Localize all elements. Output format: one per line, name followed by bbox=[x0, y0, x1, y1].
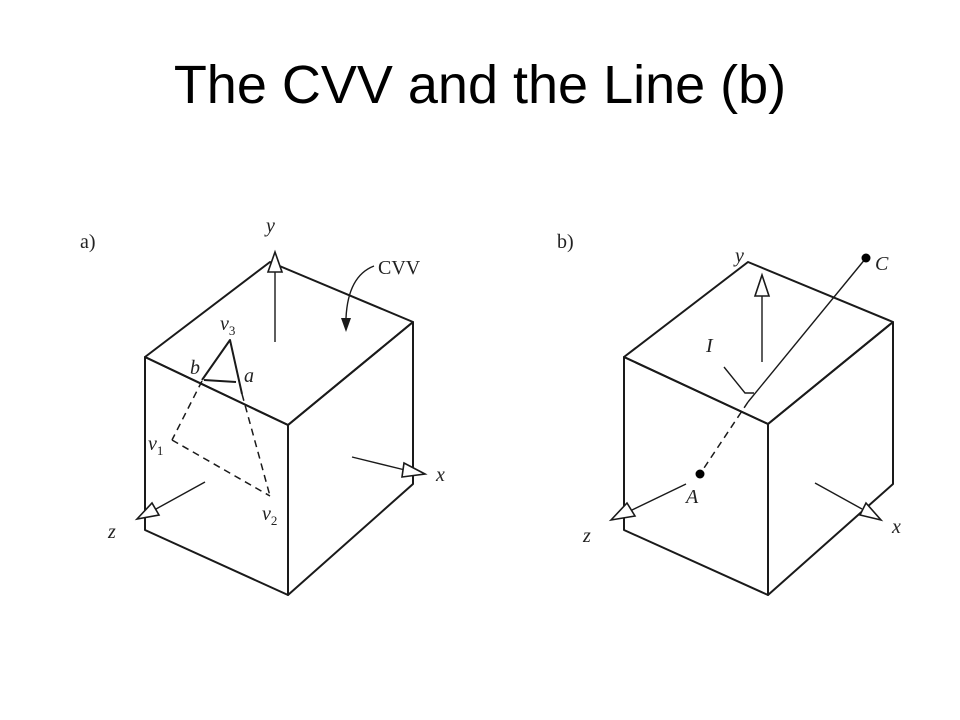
point-i-callout-line bbox=[723, 366, 754, 394]
triangle-clip-edge bbox=[203, 379, 237, 383]
y-axis-b-arrowhead bbox=[753, 272, 771, 297]
triangle-edge-v3-v2 bbox=[241, 393, 271, 497]
cvv-callout-arrowhead bbox=[341, 318, 351, 332]
panel-b: b) y x z bbox=[557, 231, 901, 596]
point-a-label: a bbox=[244, 365, 254, 387]
z-axis-b-line bbox=[631, 483, 687, 511]
cube-a bbox=[144, 261, 414, 596]
point-c-dot bbox=[861, 253, 871, 263]
z-axis-b: z bbox=[582, 483, 687, 547]
x-axis-b-label: x bbox=[891, 516, 901, 538]
cube-a-right-face bbox=[287, 321, 414, 596]
point-b-label: b bbox=[190, 357, 200, 379]
z-axis-b-label: z bbox=[582, 525, 591, 547]
z-axis-a-line bbox=[155, 481, 206, 510]
x-axis-a-arrowhead bbox=[401, 461, 428, 478]
triangle-edge-v3-v1 bbox=[171, 380, 203, 441]
panel-a-label: a) bbox=[80, 231, 96, 253]
z-axis-a-label: z bbox=[107, 521, 116, 543]
cvv-callout-line bbox=[345, 265, 375, 319]
cvv-label: CVV bbox=[378, 257, 421, 279]
x-axis-a-label: x bbox=[435, 464, 445, 486]
cube-b-right-face bbox=[767, 321, 894, 596]
cvv-callout: CVV bbox=[341, 257, 421, 332]
panel-a: a) y x z CVV bbox=[80, 215, 445, 596]
vertex-v3-label: v3 bbox=[220, 313, 235, 338]
x-axis-b-line bbox=[814, 482, 863, 510]
x-axis-b: x bbox=[814, 482, 901, 538]
point-a-label-b: A bbox=[684, 486, 699, 508]
slide-title: The CVV and the Line (b) bbox=[173, 55, 787, 115]
triangle-visible-tip bbox=[201, 339, 243, 395]
y-axis-a-label: y bbox=[264, 215, 275, 237]
segment-ic-solid bbox=[747, 257, 867, 403]
vertex-v2-label: v2 bbox=[262, 503, 277, 528]
cube-b-top-face bbox=[623, 261, 894, 425]
triangle-a bbox=[171, 339, 271, 497]
y-axis-a: y bbox=[264, 215, 284, 342]
segment-ai-hidden bbox=[699, 401, 749, 475]
y-axis-b-label: y bbox=[733, 245, 744, 267]
point-a-dot bbox=[695, 469, 705, 479]
segment-ac bbox=[695, 253, 871, 479]
x-axis-a: x bbox=[351, 456, 445, 486]
triangle-edge-v1-v2 bbox=[171, 439, 271, 497]
cube-a-top-face bbox=[144, 261, 414, 426]
z-axis-a: z bbox=[107, 481, 206, 543]
point-i-label: I bbox=[705, 335, 714, 357]
point-c-label: C bbox=[875, 253, 889, 275]
z-axis-b-arrowhead bbox=[608, 501, 637, 522]
cube-a-front-face bbox=[144, 356, 289, 596]
y-axis-a-arrowhead bbox=[266, 249, 284, 273]
panel-b-label: b) bbox=[557, 231, 574, 253]
z-axis-a-arrowhead bbox=[134, 501, 161, 521]
y-axis-b: y bbox=[733, 245, 771, 362]
vertex-v1-label: v1 bbox=[148, 433, 163, 458]
cube-b bbox=[623, 261, 894, 596]
x-axis-a-line bbox=[351, 456, 406, 471]
x-axis-b-arrowhead bbox=[858, 501, 884, 522]
